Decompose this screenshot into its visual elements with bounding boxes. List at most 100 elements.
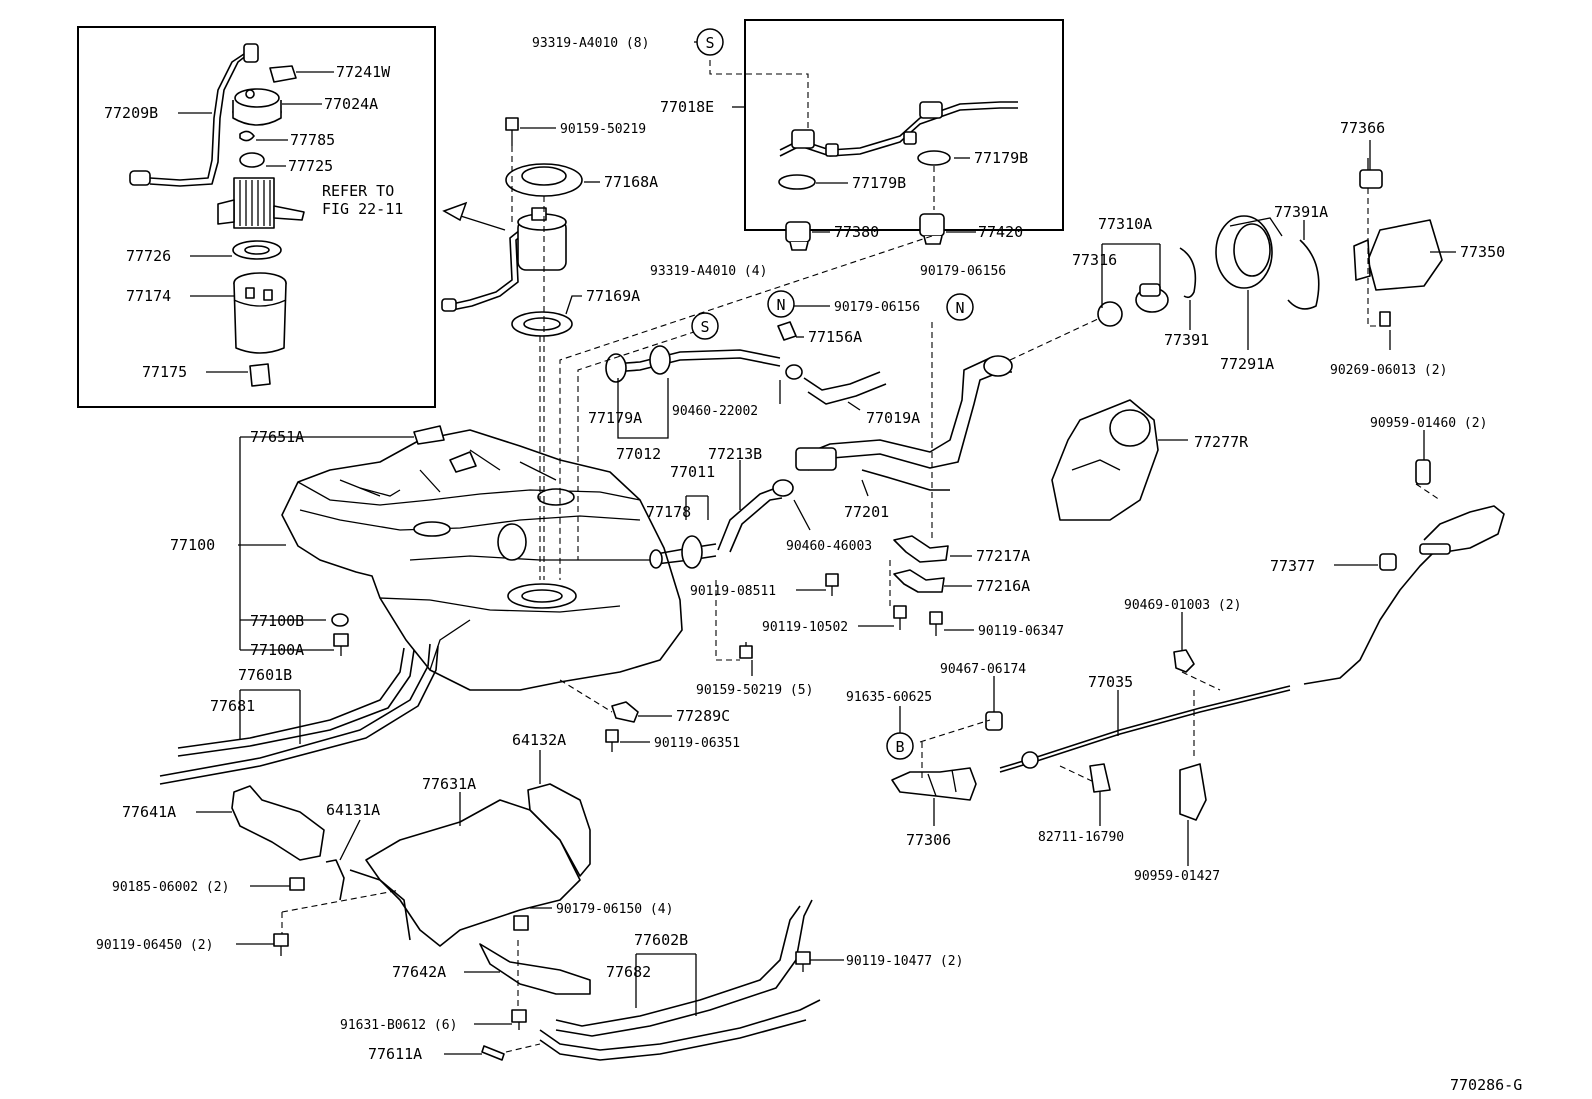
label-90185-06002: 90185-06002 (2) (112, 880, 229, 895)
heat-insulator-drawing (231, 783, 591, 995)
label-77216A: 77216A (976, 577, 1030, 595)
hose-77019A-drawing (803, 371, 887, 405)
bracket-77217A-drawing (893, 535, 949, 563)
clamp-90959-01460-drawing (1415, 459, 1431, 485)
bracket-82711-drawing (1089, 763, 1111, 793)
label-77175: 77175 (142, 363, 187, 381)
label-64132A: 64132A (512, 731, 566, 749)
protector-77277R-drawing (1051, 399, 1159, 521)
label-93319-A4010-4: 93319-A4010 (4) (650, 264, 767, 279)
assembly-dashed-lines (281, 60, 1441, 1053)
callout-n-left: N (767, 290, 795, 318)
label-77651A: 77651A (250, 428, 304, 446)
clamp-77377-drawing (1379, 553, 1397, 571)
valve-77380-drawing (785, 221, 811, 251)
label-77217A: 77217A (976, 547, 1030, 565)
label-77366: 77366 (1340, 119, 1385, 137)
screw-90269-drawing (1379, 311, 1391, 327)
label-90119-06347: 90119-06347 (978, 624, 1064, 639)
svg-text:S: S (705, 34, 714, 52)
label-77100: 77100 (170, 536, 215, 554)
label-77350: 77350 (1460, 243, 1505, 261)
label-77391: 77391 (1164, 331, 1209, 349)
gasket-inner (523, 317, 561, 331)
label-90179-06150: 90179-06150 (4) (556, 902, 673, 917)
diagram-code: 770286-G (1450, 1076, 1522, 1094)
label-77201: 77201 (844, 503, 889, 521)
label-77391A: 77391A (1274, 203, 1328, 221)
label-90119-06351: 90119-06351 (654, 736, 740, 751)
label-77178: 77178 (646, 503, 691, 521)
fuel-filler-pipe-drawing (795, 355, 1013, 491)
filler-opening-77291A-drawing (1215, 215, 1283, 289)
tank-strap-77602B-drawing (539, 899, 821, 1061)
label-77179B-lower: 77179B (852, 174, 906, 192)
callout-s-top: S (696, 28, 724, 56)
bolt-icons (273, 573, 943, 1061)
label-77611A: 77611A (368, 1045, 422, 1063)
label-77156A: 77156A (808, 328, 862, 346)
svg-text:N: N (776, 296, 785, 314)
part-labels: 77241W 77024A 77209B 77785 77725 REFER T… (96, 36, 1522, 1094)
fuel-pump-assembly-drawing (129, 43, 305, 387)
bolt-90159-drawing (505, 117, 519, 146)
label-77100A: 77100A (250, 641, 304, 659)
label-77316: 77316 (1072, 251, 1117, 269)
callout-s-mid: S (691, 312, 719, 340)
label-77289C: 77289C (676, 707, 730, 725)
label-77209B: 77209B (104, 104, 158, 122)
label-90159-50219: 90159-50219 (560, 122, 646, 137)
label-77601B: 77601B (238, 666, 292, 684)
hinge-77366-drawing (1359, 158, 1383, 189)
bracket-77216A-drawing (893, 569, 945, 593)
label-77012: 77012 (616, 445, 661, 463)
label-93319-A4010-8: 93319-A4010 (8) (532, 36, 649, 51)
label-77213B: 77213B (708, 445, 762, 463)
label-77241W: 77241W (336, 63, 391, 81)
label-77380: 77380 (834, 223, 879, 241)
label-77018E: 77018E (660, 98, 714, 116)
label-77169A: 77169A (586, 287, 640, 305)
label-77641A: 77641A (122, 803, 176, 821)
svg-text:B: B (895, 738, 904, 756)
inlet-pipe-77178-drawing (649, 535, 717, 569)
tank-strap-77601B-drawing (159, 643, 439, 785)
valve-77420-drawing (919, 213, 945, 245)
bracket-77289C-drawing (611, 701, 639, 723)
label-90179-06156-top: 90179-06156 (920, 264, 1006, 279)
label-77681: 77681 (210, 697, 255, 715)
clamp-90469-drawing (1173, 649, 1195, 673)
retainer-ring-inner (521, 166, 567, 186)
fuel-cap-drawing (1097, 283, 1169, 327)
label-77035: 77035 (1088, 673, 1133, 691)
label-90119-08511: 90119-08511 (690, 584, 776, 599)
label-77291A: 77291A (1220, 355, 1274, 373)
label-77642A: 77642A (392, 963, 446, 981)
fuel-tank-drawing (281, 425, 683, 691)
label-77179B-upper: 77179B (974, 149, 1028, 167)
label-77725: 77725 (288, 157, 333, 175)
label-77011: 77011 (670, 463, 715, 481)
label-82711-16790: 82711-16790 (1038, 830, 1124, 845)
label-77306: 77306 (906, 831, 951, 849)
callout-n-right: N (946, 293, 974, 321)
bracket-77156A-drawing (777, 321, 797, 341)
label-77602B: 77602B (634, 931, 688, 949)
snap-ring-77391 (1179, 247, 1197, 299)
label-77631A: 77631A (422, 775, 476, 793)
label-90119-10477: 90119-10477 (2) (846, 954, 963, 969)
sender-gauge-inset-box (744, 19, 1064, 231)
label-77179A: 77179A (588, 409, 642, 427)
fuel-lid-77350-drawing (1353, 219, 1443, 291)
label-90269-06013: 90269-06013 (2) (1330, 363, 1447, 378)
label-90179-06156-mid: 90179-06156 (834, 300, 920, 315)
lever-77306-drawing (891, 767, 977, 801)
label-90119-06450: 90119-06450 (2) (96, 938, 213, 953)
label-90469-01003: 90469-01003 (2) (1124, 598, 1241, 613)
sender-gauge-drawing (778, 101, 1018, 190)
label-77420: 77420 (978, 223, 1023, 241)
label-77785: 77785 (290, 131, 335, 149)
label-90959-01460: 90959-01460 (2) (1370, 416, 1487, 431)
arrowhead-icon (442, 201, 468, 222)
label-77310A: 77310A (1098, 215, 1152, 233)
